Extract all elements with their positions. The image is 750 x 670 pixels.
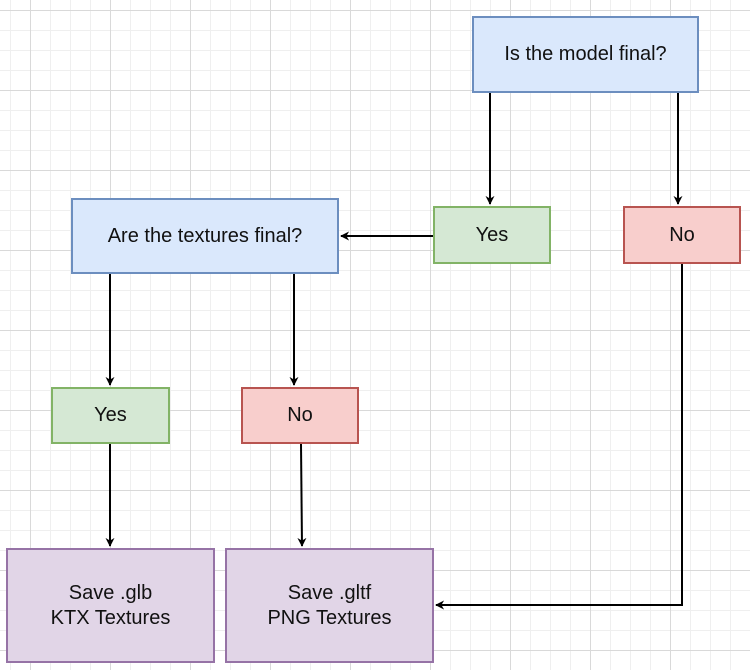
save-gltf-result-label: Save .gltf PNG Textures [267,581,392,629]
model-final-no-node: No [623,206,741,264]
textures-final-question-label: Are the textures final? [107,224,303,247]
textures-final-no-label: No [287,404,313,426]
model-final-no-label: No [669,223,695,246]
save-glb-result-label: Save .glb KTX Textures [50,581,171,629]
save-glb-result-node: Save .glb KTX Textures [6,548,215,663]
save-gltf-result-node: Save .gltf PNG Textures [225,548,434,663]
model-final-question-label: Is the model final? [504,43,667,65]
textures-final-no-node: No [241,387,359,444]
textures-final-yes-label: Yes [94,404,127,426]
model-final-question-node: Is the model final? [472,16,699,93]
edge-model-no-to-save-gltf [435,264,683,610]
textures-final-yes-node: Yes [51,387,170,444]
model-final-yes-node: Yes [433,206,551,264]
edge-textures-no-to-save-gltf [297,443,307,547]
model-final-yes-label: Yes [475,223,509,246]
textures-final-question-node: Are the textures final? [71,198,339,274]
